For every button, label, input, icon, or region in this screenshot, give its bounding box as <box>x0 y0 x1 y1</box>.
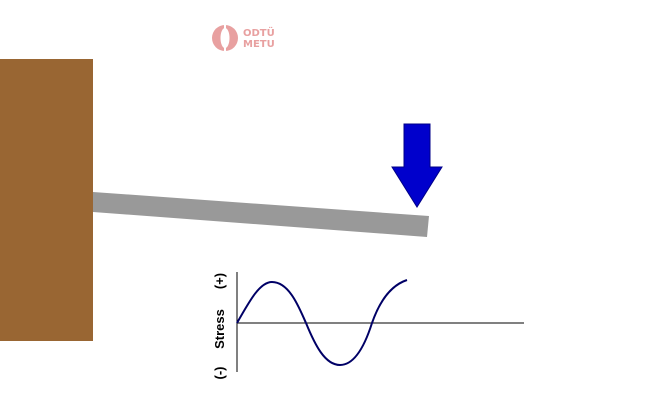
metu-logo-icon <box>212 25 238 51</box>
stress-plot: (+) Stress (-) <box>212 272 524 380</box>
wall-support <box>0 59 93 341</box>
cantilever-beam <box>93 192 429 237</box>
stress-axis-label: Stress <box>212 309 227 349</box>
stress-negative-label: (-) <box>212 367 227 380</box>
metu-logo: ODTÜ METU <box>212 25 275 51</box>
stress-positive-label: (+) <box>212 273 227 289</box>
down-arrow-icon <box>391 123 443 208</box>
logo-text-metu: METU <box>243 39 275 50</box>
stress-sine-curve <box>236 279 408 367</box>
logo-text-odtu: ODTÜ <box>243 25 275 39</box>
